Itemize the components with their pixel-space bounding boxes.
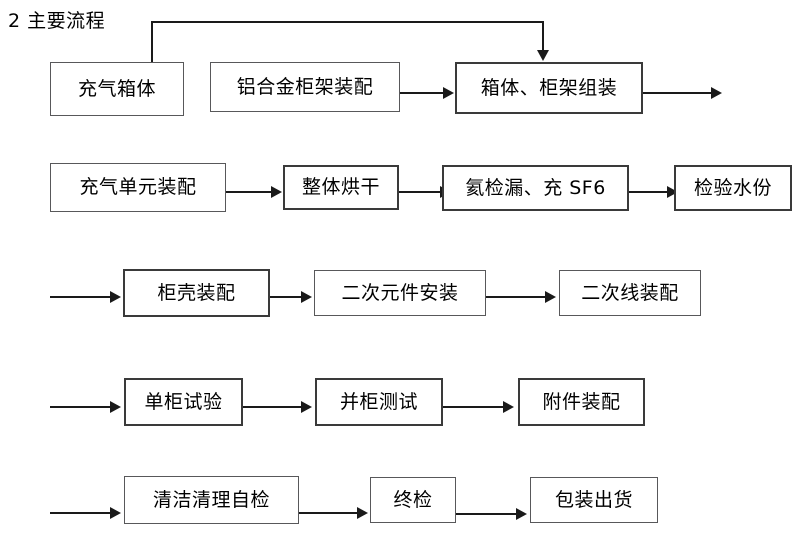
connector-arrowhead-c8 — [545, 291, 556, 303]
connector-line-c12 — [50, 512, 112, 514]
node-clean-and-self-inspect[interactable]: 清洁清理自检 — [124, 476, 299, 524]
node-parallel-cabinet-test[interactable]: 并柜测试 — [315, 378, 443, 426]
connector-arrowhead-c14 — [516, 508, 527, 520]
node-single-cabinet-test[interactable]: 单柜试验 — [124, 378, 243, 426]
connector-arrowhead-c3 — [271, 186, 282, 198]
connector-arrowhead-c12 — [110, 507, 121, 519]
node-label: 铝合金柜架装配 — [236, 75, 374, 98]
connector-arrowhead-c1 — [443, 87, 454, 99]
node-accessory-assembly[interactable]: 附件装配 — [518, 378, 645, 426]
connector-arrowhead-c5 — [667, 186, 678, 198]
feedback-line-horizontal — [151, 21, 544, 23]
node-label: 柜壳装配 — [157, 281, 236, 304]
connector-line-c8 — [486, 296, 547, 298]
connector-line-c5 — [629, 191, 668, 193]
node-label: 氦检漏、充 SF6 — [465, 176, 606, 199]
node-label: 并柜测试 — [339, 390, 418, 413]
node-secondary-wiring-assembly[interactable]: 二次线装配 — [559, 270, 701, 316]
node-label: 终检 — [393, 488, 433, 511]
section-heading: 2 主要流程 — [8, 10, 106, 32]
feedback-line-vertical-left — [151, 21, 153, 62]
connector-line-c1 — [400, 92, 445, 94]
connector-line-c14 — [456, 513, 518, 515]
node-final-inspection[interactable]: 终检 — [370, 477, 456, 523]
connector-arrowhead-c13 — [357, 507, 368, 519]
connector-line-c13 — [299, 512, 359, 514]
feedback-arrowhead — [537, 50, 549, 61]
node-label: 整体烘干 — [301, 176, 380, 198]
node-label: 箱体、柜架组装 — [480, 76, 618, 99]
connector-line-c7 — [270, 296, 302, 298]
connector-line-c11 — [443, 406, 505, 408]
node-helium-leak-sf6-fill[interactable]: 氦检漏、充 SF6 — [442, 165, 629, 211]
node-inflatable-box[interactable]: 充气箱体 — [50, 62, 184, 116]
node-label: 包装出货 — [554, 488, 633, 511]
connector-arrowhead-c7 — [301, 291, 312, 303]
node-aluminum-frame-assembly[interactable]: 铝合金柜架装配 — [210, 62, 400, 112]
connector-line-c3 — [226, 191, 272, 193]
node-label: 充气箱体 — [77, 77, 156, 100]
connector-arrowhead-c6 — [110, 291, 121, 303]
connector-arrowhead-c9 — [110, 401, 121, 413]
feedback-line-vertical-right — [542, 21, 544, 53]
node-whole-drying[interactable]: 整体烘干 — [283, 165, 399, 210]
connector-arrowhead-c10 — [301, 401, 312, 413]
connector-line-c10 — [243, 406, 303, 408]
node-label: 二次线装配 — [581, 281, 679, 304]
node-cabinet-shell-assembly[interactable]: 柜壳装配 — [123, 269, 270, 317]
connector-line-c9 — [50, 406, 112, 408]
node-box-frame-assembly[interactable]: 箱体、柜架组装 — [455, 62, 643, 114]
node-label: 附件装配 — [542, 390, 621, 413]
node-secondary-component-install[interactable]: 二次元件安装 — [314, 270, 486, 316]
node-label: 充气单元装配 — [79, 176, 197, 198]
connector-line-c6 — [50, 296, 112, 298]
connector-arrowhead-c11 — [503, 401, 514, 413]
connector-line-c2 — [643, 92, 713, 94]
connector-line-c4 — [399, 191, 441, 193]
node-moisture-inspection[interactable]: 检验水份 — [674, 165, 792, 211]
node-label: 二次元件安装 — [341, 281, 459, 304]
node-packaging-shipment[interactable]: 包装出货 — [530, 477, 658, 523]
node-label: 清洁清理自检 — [152, 488, 270, 511]
node-label: 检验水份 — [693, 176, 772, 199]
connector-arrowhead-c2 — [711, 87, 722, 99]
node-label: 单柜试验 — [144, 390, 223, 413]
node-inflation-unit-assembly[interactable]: 充气单元装配 — [50, 163, 226, 212]
